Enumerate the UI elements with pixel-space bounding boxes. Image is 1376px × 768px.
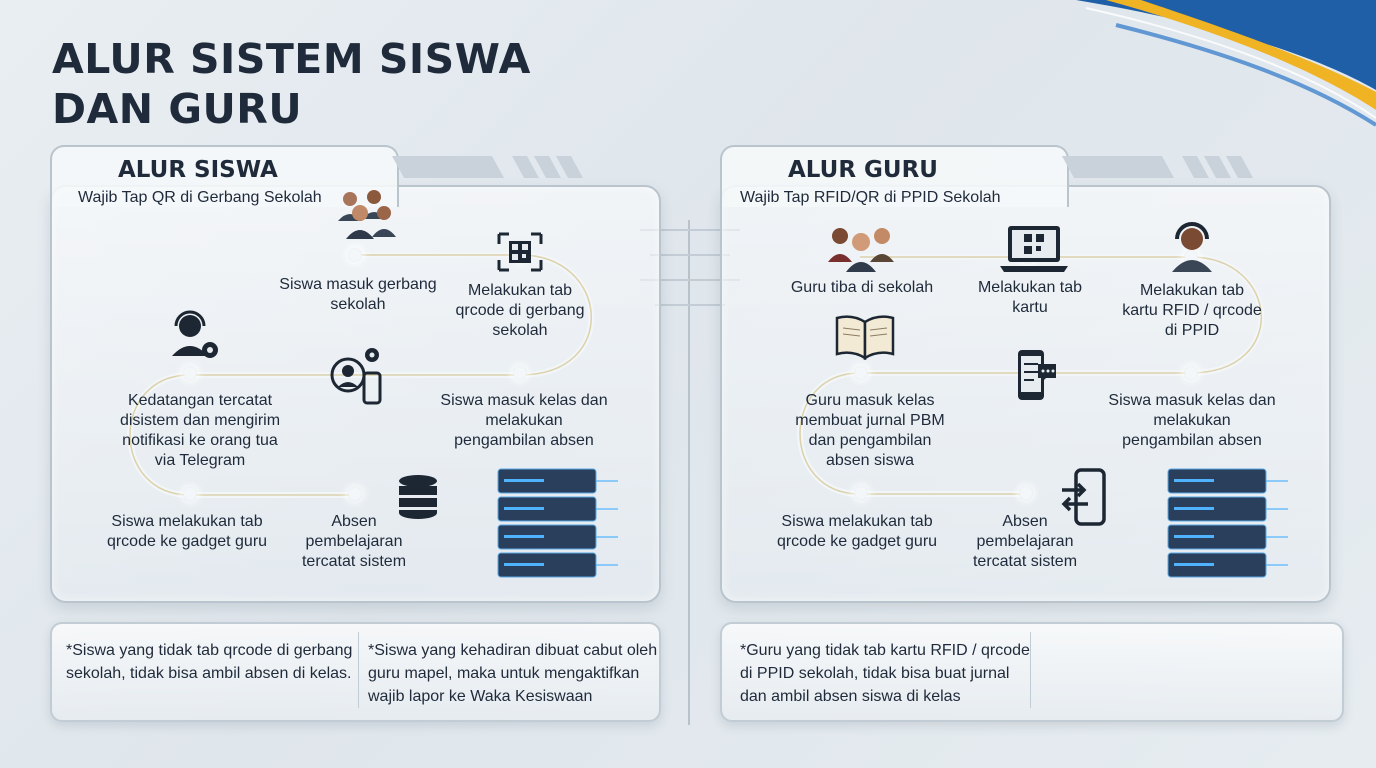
phone-transfer-icon <box>1061 468 1106 526</box>
step-guru-tab-gadget: Siswa melakukan tab qrcode ke gadget gur… <box>762 512 952 552</box>
flow-dot <box>1020 487 1032 499</box>
laptop-qr-icon <box>1000 226 1068 272</box>
label-line: Melakukan tab <box>467 282 573 299</box>
step-tab-kartu: Melakukan tab kartu <box>960 278 1100 318</box>
flow-dot <box>514 367 526 379</box>
note-line: guru mapel, maka untuk mengaktifkan <box>368 665 640 682</box>
phone-chat-icon <box>1018 350 1056 400</box>
label-line: Guru masuk kelas <box>805 392 935 409</box>
flow-dot <box>184 488 196 500</box>
teachers-icon <box>828 228 894 272</box>
step-kedatangan-tercatat: Kedatangan tercatat disistem dan mengiri… <box>100 391 300 471</box>
label-line: qrcode ke gadget guru <box>776 533 938 550</box>
label-line: Melakukan tab <box>977 279 1083 296</box>
headset-operator-icon <box>1172 222 1212 272</box>
siswa-heading: ALUR SISWA <box>118 157 278 183</box>
siswa-notes-box <box>50 622 661 722</box>
label-line: pengambilan absen <box>454 432 594 449</box>
database-icon <box>399 475 437 519</box>
label-line: Kedatangan tercatat <box>127 392 273 409</box>
flow-dot <box>184 367 196 379</box>
label-line: Absen <box>331 513 377 530</box>
notes-divider <box>358 632 359 708</box>
guru-subtitle: Wajib Tap RFID/QR di PPID Sekolah <box>740 189 1001 206</box>
step-absen-tercatat: Absen pembelajaran tercatat sistem <box>284 512 424 572</box>
label-line: Siswa masuk gerbang <box>279 276 437 293</box>
corner-swoosh <box>1076 0 1376 127</box>
note-line: wajib lapor ke Waka Kesiswaan <box>368 688 593 705</box>
siswa-note-1: *Siswa yang tidak tab qrcode di gerbang … <box>66 639 356 685</box>
center-divider <box>688 220 690 725</box>
label-line: sekolah <box>492 322 548 339</box>
label-line: via Telegram <box>154 452 246 469</box>
flow-dot <box>1185 367 1197 379</box>
title-line-1: ALUR SISTEM SISWA <box>52 35 531 83</box>
step-tab-qrcode-gerbang: Melakukan tab qrcode di gerbang sekolah <box>430 281 610 341</box>
step-tab-rfid-ppid: Melakukan tab kartu RFID / qrcode di PPI… <box>1100 281 1284 341</box>
label-line: tercatat sistem <box>301 553 407 570</box>
label-line: Siswa melakukan tab <box>111 513 263 530</box>
notes-divider <box>1030 632 1031 708</box>
qr-scanner-icon <box>497 232 543 272</box>
students-icon <box>338 190 396 239</box>
label-line: qrcode di gerbang <box>455 302 585 319</box>
page-title: ALUR SISTEM SISWA DAN GURU <box>52 34 531 134</box>
server-rack-icon <box>497 468 618 578</box>
note-line: *Siswa yang kehadiran dibuat cabut oleh <box>368 642 658 659</box>
title-line-2: DAN GURU <box>52 85 303 133</box>
siswa-subtitle: Wajib Tap QR di Gerbang Sekolah <box>78 189 322 206</box>
note-line: dan ambil absen siswa di kelas <box>740 688 961 705</box>
label-line: di PPID <box>1164 322 1220 339</box>
label-line: Siswa melakukan tab <box>781 513 933 530</box>
server-rack-icon <box>1167 468 1288 578</box>
step-guru-absen-tercatat: Absen pembelajaran tercatat sistem <box>955 512 1095 572</box>
step-guru-tiba: Guru tiba di sekolah <box>772 278 952 298</box>
note-line: di PPID sekolah, tidak bisa buat jurnal <box>740 665 1010 682</box>
note-line: *Siswa yang tidak tab qrcode di gerbang <box>66 642 353 659</box>
label-line: Melakukan tab <box>1139 282 1245 299</box>
label-line: pengambilan absen <box>1122 432 1262 449</box>
flow-dot <box>349 488 361 500</box>
operator-gear-icon <box>172 310 218 358</box>
label-line: notifikasi ke orang tua <box>122 432 278 449</box>
flow-dot <box>349 249 361 261</box>
label-line: tercatat sistem <box>972 553 1078 570</box>
guru-notes-box <box>720 622 1344 722</box>
label-line: Siswa masuk kelas dan <box>1108 392 1276 409</box>
siswa-panel-tab <box>50 145 399 207</box>
flow-dot <box>855 487 867 499</box>
note-line: sekolah, tidak bisa ambil absen di kelas… <box>66 665 352 682</box>
step-siswa-masuk-kelas: Siswa masuk kelas dan melakukan pengambi… <box>424 391 624 451</box>
step-siswa-masuk-gerbang: Siswa masuk gerbang sekolah <box>268 275 448 315</box>
label-line: melakukan <box>485 412 563 429</box>
label-line: pembelajaran <box>976 533 1074 550</box>
label-line: pembelajaran <box>305 533 403 550</box>
step-guru-jurnal: Guru masuk kelas membuat jurnal PBM dan … <box>772 391 968 471</box>
label-line: kartu RFID / qrcode <box>1122 302 1262 319</box>
label-line: Absen <box>1002 513 1048 530</box>
label-line: disistem dan mengirim <box>119 412 281 429</box>
guru-tab-stripes <box>1062 156 1253 178</box>
label-line: membuat jurnal PBM <box>795 412 945 429</box>
label-line: Siswa masuk kelas dan <box>440 392 608 409</box>
label-line: melakukan <box>1153 412 1231 429</box>
label-line: qrcode ke gadget guru <box>106 533 268 550</box>
siswa-note-2: *Siswa yang kehadiran dibuat cabut oleh … <box>368 639 658 708</box>
label-line: Guru tiba di sekolah <box>790 279 934 296</box>
guru-note-1: *Guru yang tidak tab kartu RFID / qrcode… <box>740 639 1030 708</box>
label-line: absen siswa <box>825 452 915 469</box>
note-line: *Guru yang tidak tab kartu RFID / qrcode <box>740 642 1030 659</box>
flow-dot <box>855 367 867 379</box>
open-book-icon <box>835 315 895 360</box>
label-line: kartu <box>1012 299 1048 316</box>
step-siswa-tab-gadget: Siswa melakukan tab qrcode ke gadget gur… <box>92 512 282 552</box>
siswa-tab-stripes <box>392 156 583 178</box>
flow-dot <box>1185 251 1197 263</box>
guru-panel-tab <box>720 145 1069 207</box>
user-phone-gear-icon <box>330 348 382 405</box>
label-line: sekolah <box>330 296 386 313</box>
label-line: dan pengambilan <box>808 432 932 449</box>
step-guru-siswa-masuk-kelas: Siswa masuk kelas dan melakukan pengambi… <box>1094 391 1290 451</box>
guru-heading: ALUR GURU <box>788 157 938 183</box>
